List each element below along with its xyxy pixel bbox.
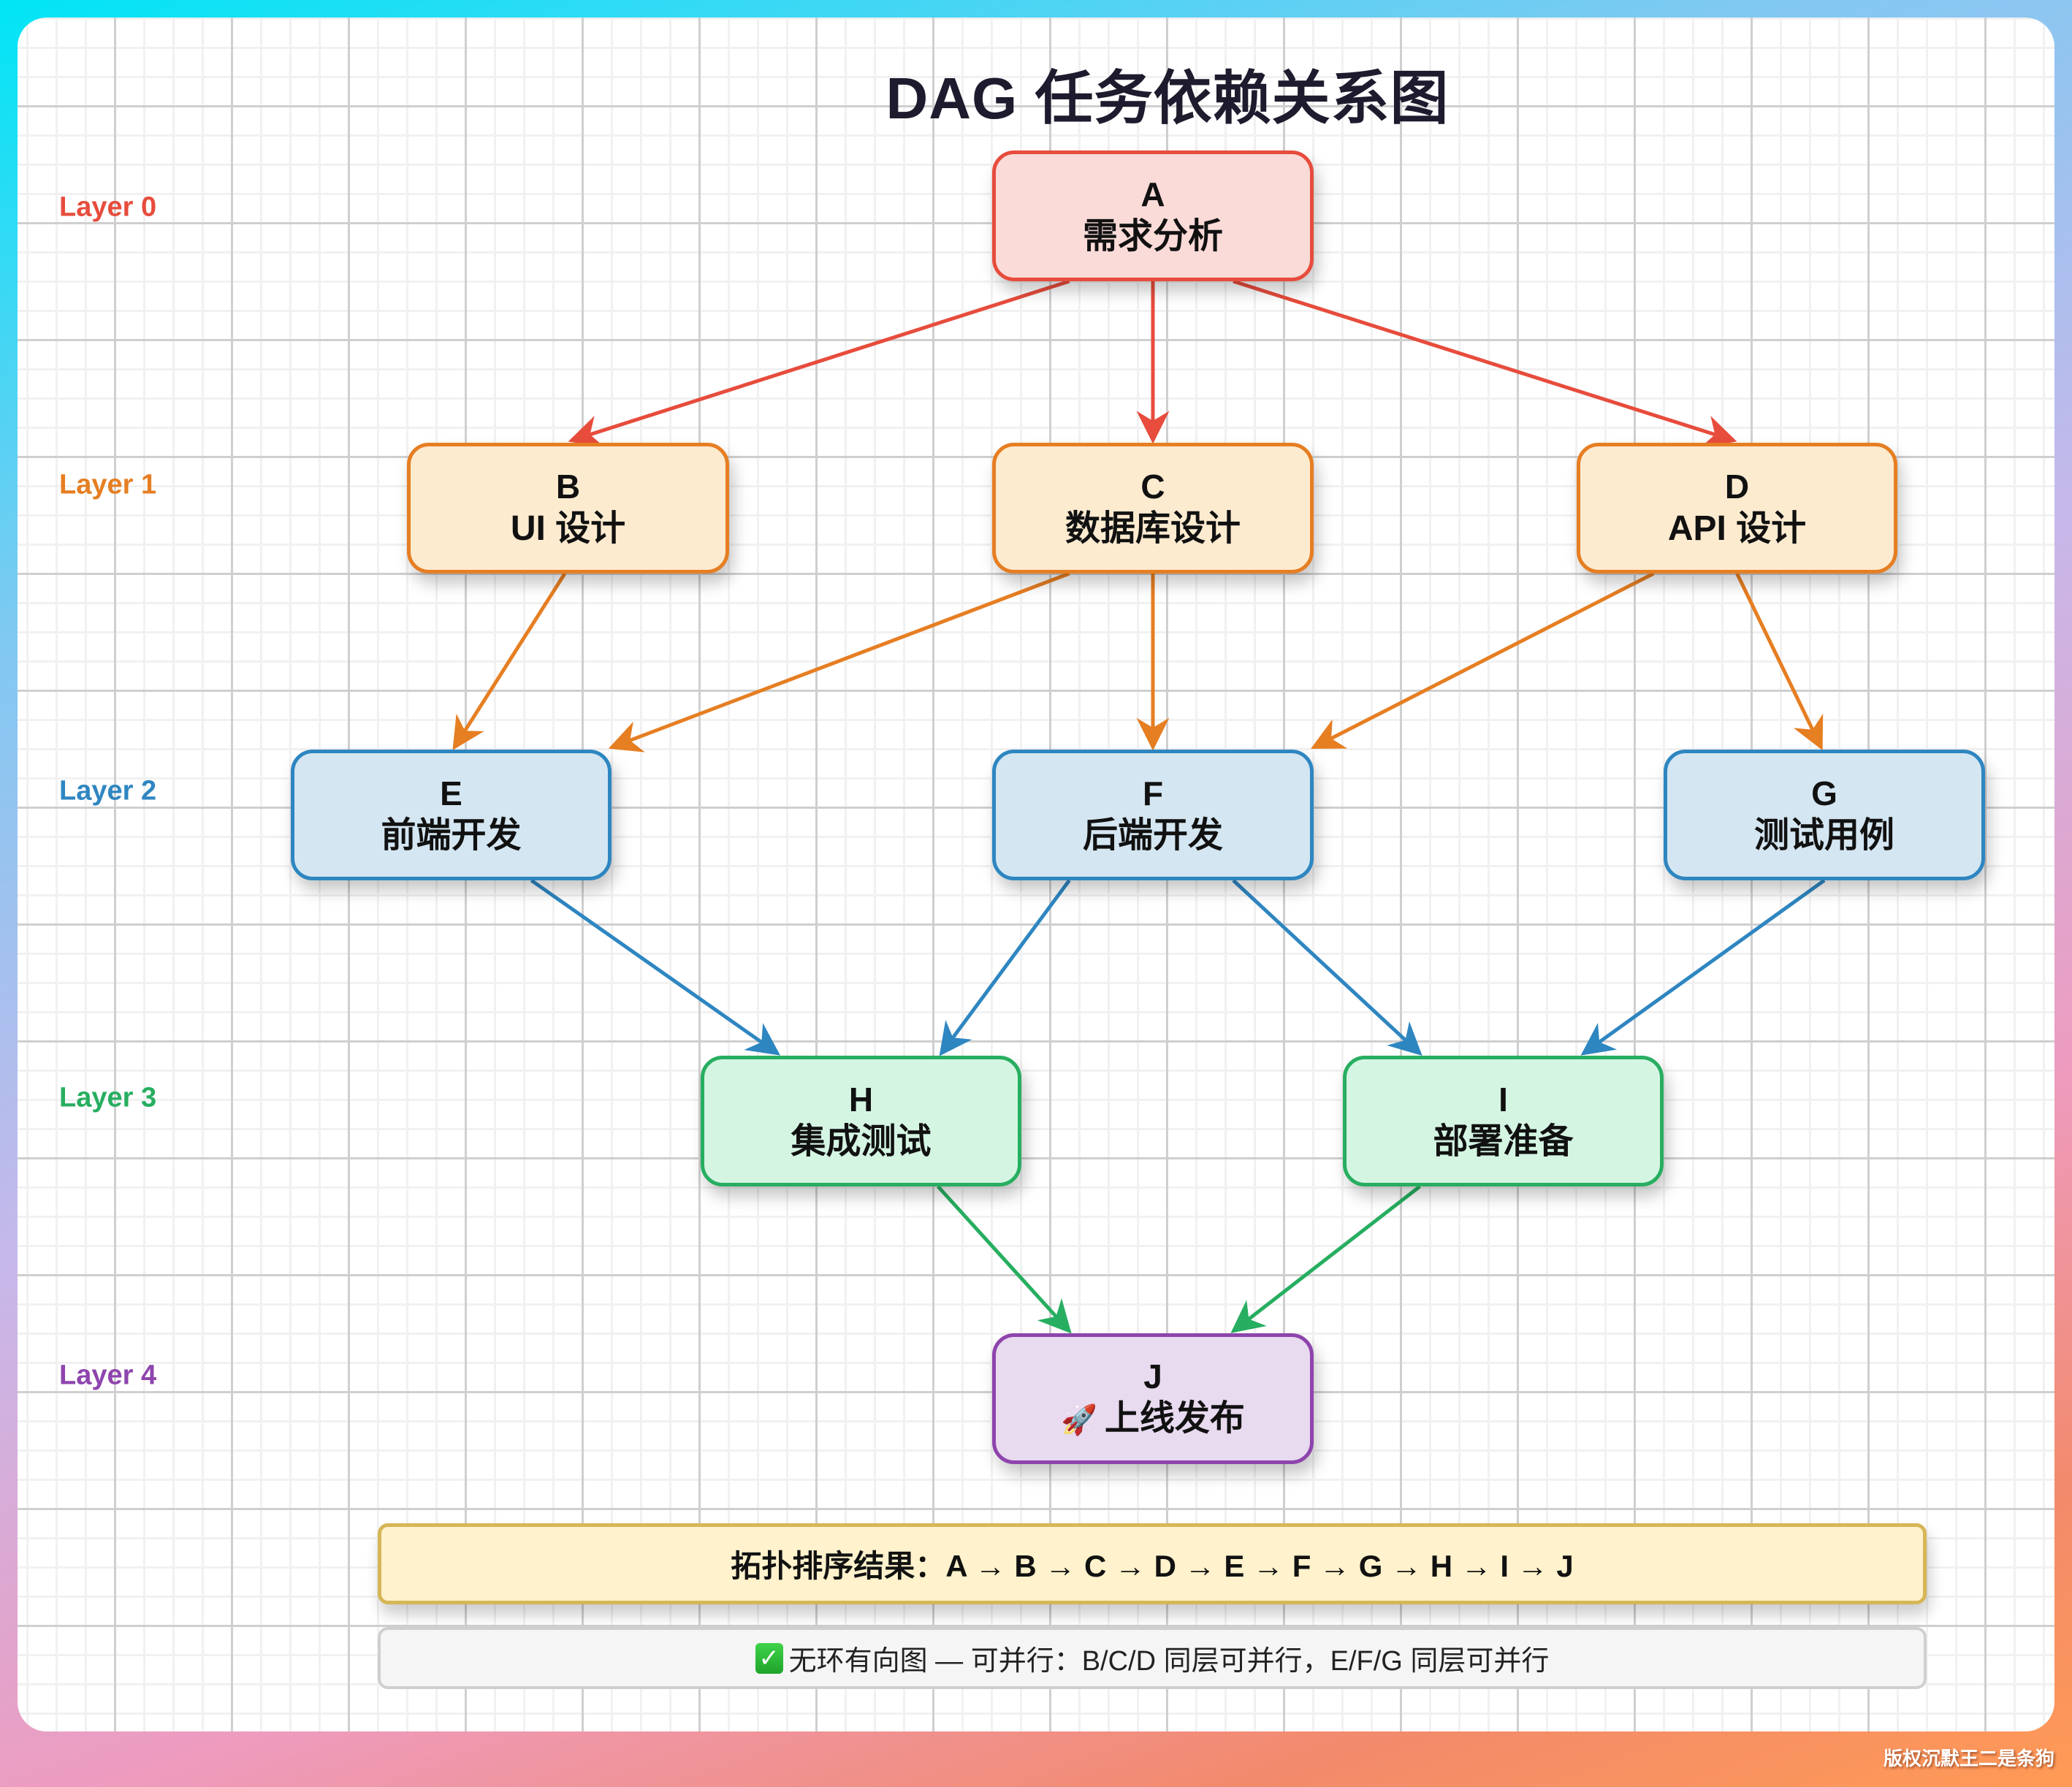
node-label: 测试用例 [1753, 815, 1894, 855]
layer-label-1: Layer 1 [59, 469, 157, 500]
node-id: J [1143, 1357, 1162, 1395]
node-e[interactable]: E 前端开发 [291, 750, 612, 880]
layer-label-0: Layer 0 [59, 191, 157, 223]
node-label: API 设计 [1667, 508, 1807, 548]
node-b[interactable]: B UI 设计 [407, 443, 729, 574]
parallel-note: ✓ 无环有向图 — 可并行：B/C/D 同层可并行，E/F/G 同层可并行 [378, 1627, 1927, 1689]
node-label: 后端开发 [1082, 815, 1223, 855]
node-c[interactable]: C 数据库设计 [992, 443, 1314, 574]
node-id: I [1498, 1080, 1508, 1119]
node-j[interactable]: J 🚀上线发布 [992, 1333, 1314, 1464]
node-i[interactable]: I 部署准备 [1343, 1056, 1664, 1186]
edge-g-to-i [1580, 878, 1826, 1056]
topological-sort-result: 拓扑排序结果：A → B → C → D → E → F → G → H → I… [378, 1523, 1927, 1604]
layer-label-3: Layer 3 [59, 1082, 157, 1113]
rocket-icon: 🚀 [1061, 1403, 1097, 1436]
node-id: C [1140, 467, 1165, 506]
node-id: D [1724, 467, 1750, 506]
edge-b-to-e [452, 572, 567, 750]
edge-f-to-h [939, 879, 1071, 1056]
node-d[interactable]: D API 设计 [1577, 443, 1897, 574]
node-label-text: 上线发布 [1104, 1398, 1245, 1438]
node-id: E [440, 774, 462, 812]
node-label: 部署准备 [1433, 1121, 1574, 1161]
node-label: 数据库设计 [1064, 508, 1241, 548]
node-id: F [1142, 774, 1164, 812]
node-label: 需求分析 [1082, 216, 1223, 256]
node-g[interactable]: G 测试用例 [1664, 750, 1985, 880]
node-label: 🚀上线发布 [1061, 1397, 1245, 1442]
edge-a-to-b [568, 279, 1070, 448]
node-label: UI 设计 [510, 508, 626, 548]
node-id: H [848, 1080, 874, 1119]
watermark: 版权沉默王二是条狗 [1883, 1748, 2054, 1769]
edge-d-to-f [1310, 571, 1655, 750]
node-id: B [555, 467, 581, 506]
node-f[interactable]: F 后端开发 [992, 750, 1314, 880]
edge-i-to-j [1230, 1185, 1421, 1333]
node-label: 前端开发 [381, 815, 522, 855]
node-label: 集成测试 [791, 1121, 932, 1161]
edge-e-to-h [530, 878, 781, 1056]
parallel-note-text: 无环有向图 — 可并行：B/C/D 同层可并行，E/F/G 同层可并行 [788, 1646, 1550, 1677]
node-id: G [1811, 774, 1837, 812]
edge-a-to-d [1233, 279, 1737, 448]
node-h[interactable]: H 集成测试 [701, 1056, 1021, 1186]
check-mark-icon: ✓ [755, 1642, 783, 1674]
layer-label-4: Layer 4 [59, 1360, 157, 1391]
edge-f-to-i [1232, 879, 1422, 1056]
node-id: A [1140, 175, 1165, 213]
edge-h-to-j [937, 1185, 1072, 1334]
layer-label-2: Layer 2 [59, 775, 157, 807]
edge-c-to-e [608, 571, 1070, 752]
diagram-title: DAG 任务依赖关系图 [885, 66, 1450, 131]
node-a[interactable]: A 需求分析 [992, 150, 1314, 281]
edge-d-to-g [1735, 572, 1824, 751]
